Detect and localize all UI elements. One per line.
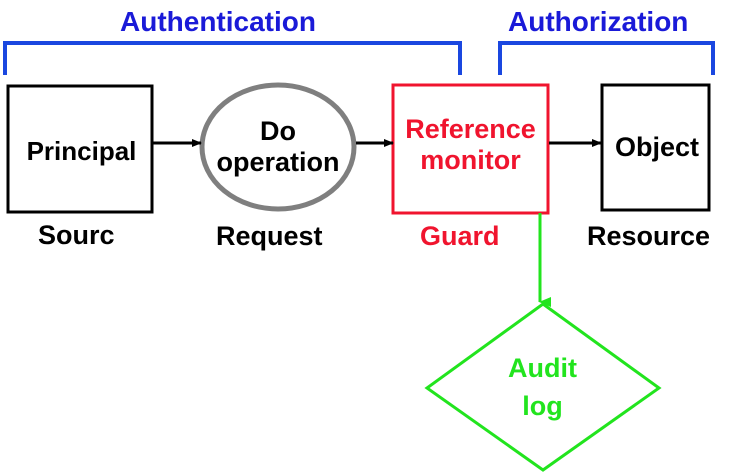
monitor-line1: Reference (405, 113, 536, 144)
object-box (600, 83, 711, 212)
object-caption: Resource (587, 221, 711, 251)
authentication-bracket (3, 41, 462, 75)
monitor-caption: Guard (420, 221, 500, 251)
reference-monitor-box (391, 83, 550, 215)
principal-box (6, 84, 154, 214)
operation-line2: operation (216, 147, 340, 177)
authorization-label: Authorization (508, 6, 689, 37)
monitor-line2: monitor (420, 145, 521, 175)
object-text: Object (614, 132, 700, 163)
authentication-label: Authentication (120, 6, 316, 37)
principal-caption: Sourc (38, 220, 115, 250)
principal-text: Principal (26, 135, 137, 166)
audit-log-diamond (424, 302, 662, 472)
audit-text: Audit log (480, 350, 605, 426)
audit-line2: log (522, 391, 563, 421)
operation-ellipse (199, 82, 357, 212)
operation-text: Do operation (202, 107, 354, 187)
audit-line1: Audit (508, 353, 577, 384)
operation-line1: Do (260, 115, 296, 146)
monitor-text: Reference monitor (393, 110, 548, 180)
authorization-bracket (498, 41, 715, 75)
operation-caption: Request (216, 221, 323, 251)
